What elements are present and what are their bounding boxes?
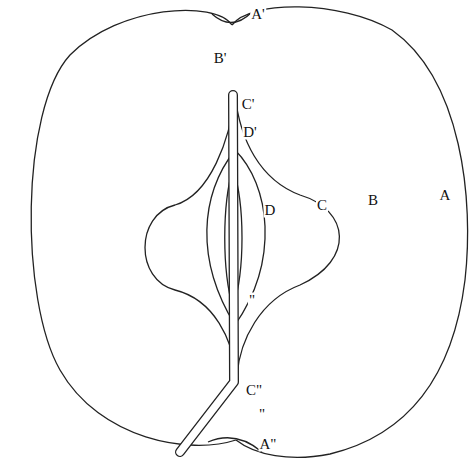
part-letter: D' bbox=[242, 125, 258, 140]
calyx-cavity bbox=[208, 438, 262, 452]
part-letter: B bbox=[367, 193, 379, 208]
left-lobe-outline bbox=[31, 10, 236, 445]
stalk-cavity bbox=[212, 12, 252, 23]
part-letter: A' bbox=[250, 7, 266, 22]
part-letter: A bbox=[439, 188, 452, 203]
part-letter: C bbox=[316, 198, 328, 213]
part-letter: D bbox=[264, 203, 277, 218]
part-letter: " bbox=[248, 293, 256, 308]
part-letter: A" bbox=[259, 437, 278, 452]
vascular-bundle bbox=[180, 95, 234, 452]
vascular-bundle-inner bbox=[180, 95, 234, 452]
part-letter: C' bbox=[241, 97, 256, 112]
part-letter: C" bbox=[245, 383, 263, 398]
right-lobe-outline bbox=[232, 7, 468, 458]
core-outline bbox=[145, 95, 339, 375]
part-letter: B' bbox=[213, 51, 228, 66]
part-letter: " bbox=[258, 407, 266, 422]
